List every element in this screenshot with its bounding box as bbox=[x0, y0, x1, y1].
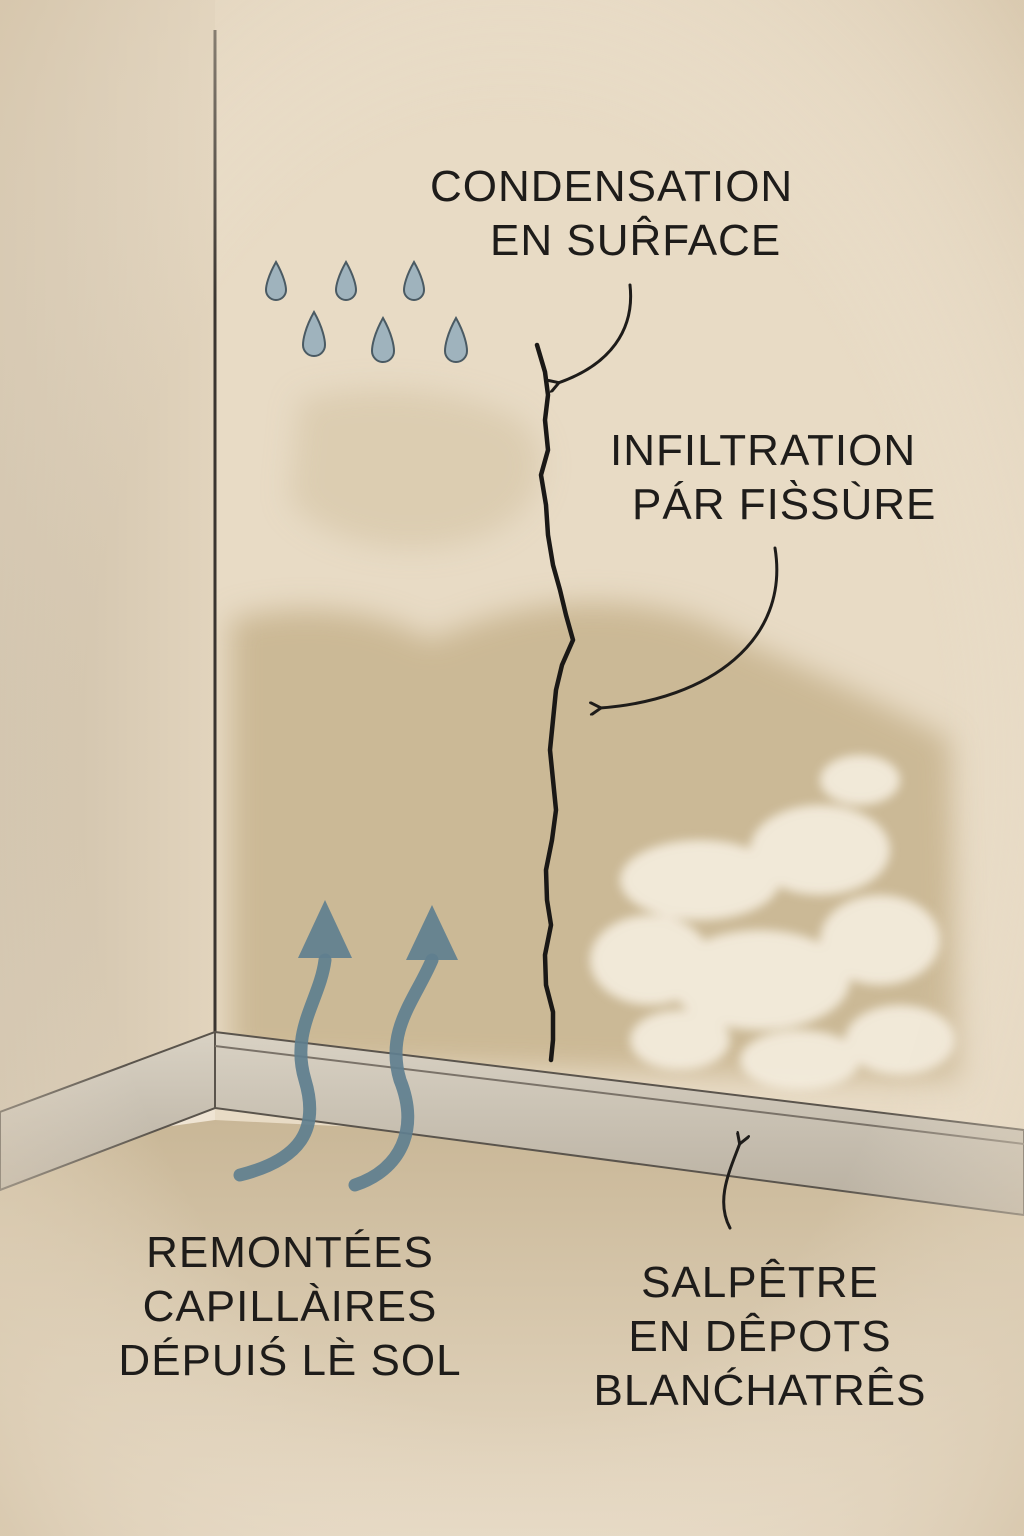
condensation-label: CONDENSATION EN SUR̂FACE bbox=[430, 160, 870, 268]
infiltration-label-line1: INFILTRATION bbox=[610, 426, 917, 475]
salpetre-label-line3: BLANĆHATRÊS bbox=[593, 1366, 927, 1415]
capillary-label-line2: CAPILLÀIRES bbox=[142, 1282, 438, 1331]
capillary-label-line1: REMONTÉES bbox=[146, 1228, 434, 1277]
salpetre-label: SALPÊTRE EN DÊPOTS BLANĆHATRÊS bbox=[560, 1256, 960, 1418]
salpetre-label-line2: EN DÊPOTS bbox=[628, 1312, 892, 1361]
capillary-label-line3: DÉPUIŚ LÈ SOL bbox=[118, 1336, 462, 1385]
capillary-label: REMONTÉES CAPILLÀIRES DÉPUIŚ LÈ SOL bbox=[80, 1226, 500, 1388]
infiltration-label-line2: PÁR FIS̀SÙRE bbox=[632, 480, 937, 529]
salpetre-label-line1: SALPÊTRE bbox=[641, 1258, 879, 1307]
condensation-label-line1: CONDENSATION bbox=[430, 162, 794, 211]
condensation-label-line2: EN SUR̂FACE bbox=[490, 216, 782, 265]
infiltration-label: INFILTRATION PÁR FIS̀SÙRE bbox=[610, 424, 990, 532]
